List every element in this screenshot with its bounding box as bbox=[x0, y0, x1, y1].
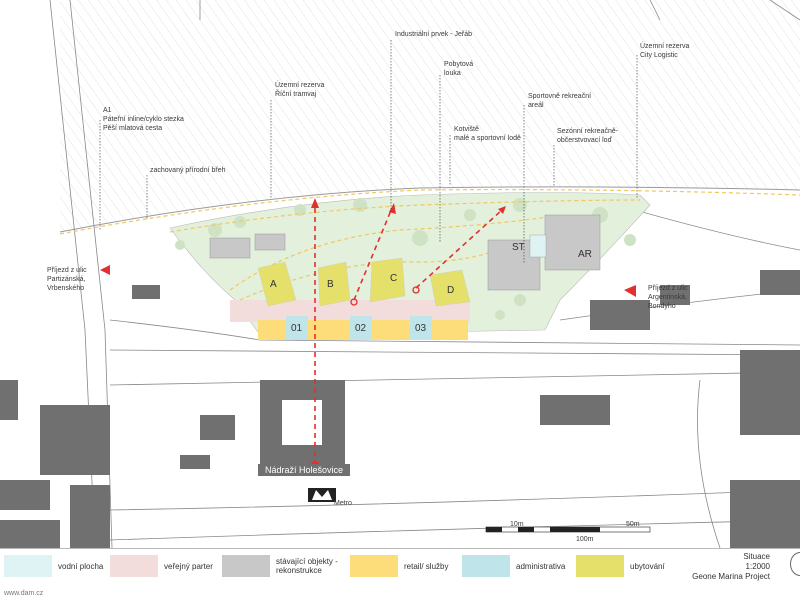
annotation-a1: A1 bbox=[103, 107, 112, 114]
block-d bbox=[429, 269, 471, 307]
legend-water-swatch bbox=[4, 555, 52, 577]
pool bbox=[529, 234, 547, 258]
admin-03 bbox=[410, 316, 432, 340]
view-arrows bbox=[314, 205, 503, 465]
legend-water-label: vodní plocha bbox=[58, 562, 104, 571]
view-point-2 bbox=[412, 286, 420, 294]
annotation-access-left-1: Příjezd z ulic bbox=[47, 267, 87, 274]
admin-01 bbox=[286, 316, 308, 340]
block-c bbox=[369, 257, 406, 303]
station-label-bg bbox=[258, 464, 350, 476]
station-courtyard bbox=[282, 400, 322, 445]
annotation-moorage-1: Kotviště bbox=[454, 126, 479, 133]
annotation-sport-1: Sportovně rekreační bbox=[528, 93, 591, 100]
legend-admin-swatch bbox=[462, 555, 510, 577]
block-d-label: D bbox=[447, 285, 454, 296]
annotation-leaders bbox=[99, 40, 638, 264]
city-buildings bbox=[0, 270, 800, 548]
credit: www.dam.cz bbox=[4, 590, 44, 597]
legend-admin-label: administrativa bbox=[516, 562, 566, 571]
annotation-logistic-reserve: Územní rezerva bbox=[640, 41, 690, 50]
annotation-tram: Říční tramvaj bbox=[275, 89, 317, 98]
annotation-access-right-2: Argentinská, bbox=[648, 294, 687, 301]
annotation-meadow-2: louka bbox=[444, 70, 461, 77]
annotation-sport-2: areál bbox=[528, 102, 544, 109]
legend-accommodation-label: ubytování bbox=[630, 562, 665, 571]
annotation-bank: zachovaný přírodní břeh bbox=[150, 167, 226, 174]
legend-accommodation-swatch bbox=[576, 555, 624, 577]
legend-public-swatch bbox=[110, 555, 158, 577]
scale-label-50: 50m bbox=[626, 521, 640, 528]
trees bbox=[175, 198, 636, 320]
legend: vodní plocha veřejný parter stávající ob… bbox=[0, 548, 800, 591]
legend-existing-label: stávající objekty - rekonstrukce bbox=[276, 557, 338, 575]
building-st-label: ST bbox=[512, 242, 525, 253]
view-point-1 bbox=[350, 298, 358, 306]
annotation-access-right-3: Bondyho bbox=[648, 303, 676, 310]
annotation-a1-path: Páteřní inline/cyklo stezka bbox=[103, 116, 184, 123]
title-project: Geone Marina Project bbox=[692, 572, 770, 581]
river bbox=[60, 0, 800, 232]
annotation-access-left-2: Partizánská, bbox=[47, 276, 86, 283]
block-b bbox=[317, 261, 351, 307]
access-arrow-left bbox=[100, 265, 110, 275]
scale-label-100: 100m bbox=[576, 536, 594, 543]
block-a bbox=[257, 261, 297, 307]
building-ar-label: AR bbox=[578, 249, 592, 260]
annotation-access-right-1: Příjezd z ulic bbox=[648, 285, 688, 292]
drawing-title: Situace 1:2000 Geone Marina Project bbox=[692, 552, 770, 582]
block-c-label: C bbox=[390, 273, 397, 284]
metro-icon bbox=[308, 488, 336, 502]
admin-01-label: 01 bbox=[291, 323, 303, 334]
annotation-crane: Industriální prvek - Jeřáb bbox=[395, 31, 472, 38]
existing-buildings-site bbox=[209, 214, 601, 291]
site-plan-drawing: A1 Páteřní inline/cyklo stezka Pěší mlat… bbox=[0, 0, 800, 548]
annotation-boat-1: Sezónní rekreačně- bbox=[557, 128, 619, 135]
legend-existing-swatch bbox=[222, 555, 270, 577]
annotation-boat-2: občerstvovací loď bbox=[557, 137, 613, 144]
admin-02-label: 02 bbox=[355, 323, 367, 334]
annotation-access-left-3: Vrbenského bbox=[47, 285, 84, 292]
scale-bar bbox=[485, 526, 651, 533]
legend-public-label: veřejný parter bbox=[164, 562, 213, 571]
title-line-1: Situace bbox=[743, 552, 770, 561]
station-label: Nádraží Holešovice bbox=[265, 465, 343, 475]
annotation-a1-walk: Pěší mlatová cesta bbox=[103, 125, 162, 132]
access-arrow-right bbox=[624, 285, 636, 297]
annotation-meadow-1: Pobytová bbox=[444, 61, 473, 68]
scale-label-10: 10m bbox=[510, 521, 524, 528]
annotation-logistic: City Logistic bbox=[640, 52, 678, 59]
legend-retail-label: retail/ služby bbox=[404, 562, 449, 571]
metro-label: Metro bbox=[334, 500, 352, 507]
block-b-label: B bbox=[327, 279, 334, 290]
title-scale: 1:2000 bbox=[745, 562, 770, 571]
legend-retail-swatch bbox=[350, 555, 398, 577]
river-bank-line bbox=[59, 186, 800, 233]
admin-03-label: 03 bbox=[415, 323, 427, 334]
admin-02 bbox=[350, 316, 372, 340]
block-a-label: A bbox=[270, 279, 277, 290]
annotation-tram-reserve: Územní rezerva bbox=[275, 80, 325, 89]
annotation-moorage-2: malé a sportovní lodě bbox=[454, 135, 521, 142]
